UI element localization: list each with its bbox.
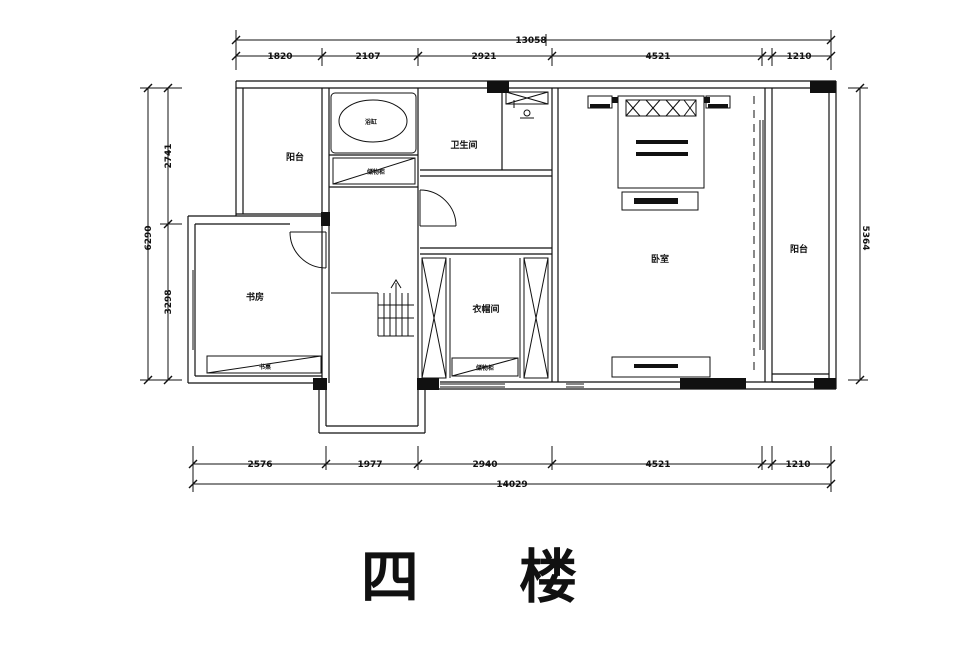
hall-cabinet	[332, 157, 416, 185]
bathtub-label: 浴缸	[365, 118, 377, 126]
shower	[505, 91, 549, 119]
bathtub	[330, 92, 417, 154]
doors	[289, 189, 457, 269]
dim-top-seg-5: 1210	[786, 52, 811, 62]
windows	[192, 120, 764, 388]
dim-top-seg-4: 4521	[645, 52, 670, 62]
dim-bottom-seg-4: 4521	[645, 460, 670, 470]
tv-cabinet	[611, 356, 711, 378]
dim-left-seg-1: 2741	[164, 143, 174, 168]
room-label-balcony-left: 阳台	[286, 151, 304, 163]
hall-cabinet-label: 储物柜	[366, 168, 385, 176]
wardrobe-right-cabinet	[523, 257, 549, 379]
bottom-dimension-chain	[192, 446, 832, 492]
bench	[621, 191, 699, 211]
bedroom-dashed-guides	[513, 96, 755, 376]
dim-right-total: 5364	[860, 225, 870, 250]
left-dimension-chain	[140, 87, 182, 381]
right-dimension-chain	[848, 87, 868, 381]
structural-columns	[313, 81, 836, 390]
dim-bottom-seg-5: 1210	[785, 460, 810, 470]
study-desk-label: 书桌	[259, 363, 271, 371]
dim-bottom-seg-3: 2940	[472, 460, 497, 470]
floor-title: 四 楼	[360, 543, 618, 611]
room-label-wardrobe: 衣帽间	[472, 303, 499, 315]
wardrobe-shoe-cabinet	[451, 357, 519, 377]
dim-bottom-total: 14029	[496, 480, 527, 490]
tv-unit	[634, 364, 678, 368]
room-label-bathroom: 卫生间	[450, 139, 477, 151]
staircase	[331, 279, 414, 337]
dim-top-seg-2: 2107	[355, 52, 380, 62]
room-label-balcony-right: 阳台	[790, 243, 808, 255]
dim-bottom-seg-2: 1977	[357, 460, 382, 470]
dim-top-total: 13058	[515, 36, 546, 46]
study-desk	[206, 355, 322, 374]
room-label-study: 书房	[246, 291, 264, 303]
wardrobe-inner-frame	[449, 258, 521, 378]
wardrobe-left-cabinet	[421, 257, 447, 379]
dim-top-seg-3: 2921	[471, 52, 496, 62]
double-bed	[617, 95, 705, 189]
top-dimension-chain	[235, 30, 832, 70]
dim-left-total: 6290	[144, 225, 154, 250]
bench-cushion	[634, 198, 678, 204]
dim-top-seg-1: 1820	[267, 52, 292, 62]
walls	[187, 80, 837, 434]
bed-stripes	[636, 140, 688, 156]
dim-left-seg-2: 3298	[164, 289, 174, 314]
shoe-cabinet-label: 储物柜	[475, 364, 494, 372]
dim-bottom-seg-1: 2576	[247, 460, 272, 470]
room-label-master-bedroom: 卧室	[651, 253, 669, 265]
